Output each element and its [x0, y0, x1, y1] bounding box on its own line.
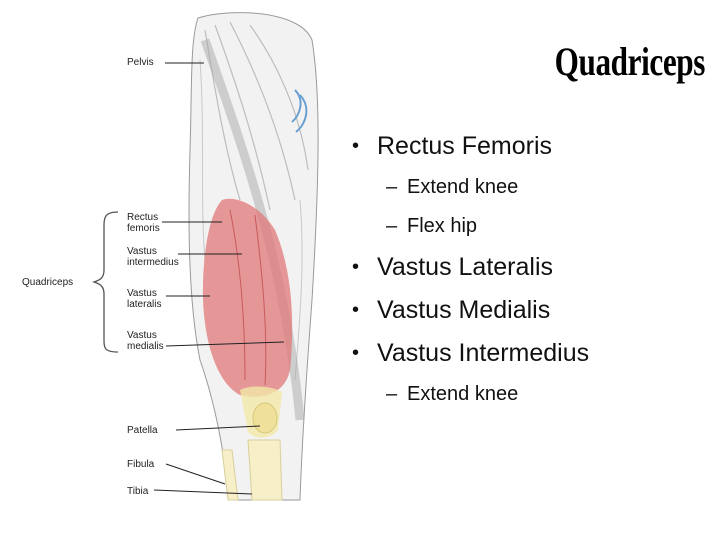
label-vastus-medialis-line2: medialis	[127, 341, 164, 352]
bullet-item: • Vastus Intermedius	[352, 339, 712, 382]
label-patella: Patella	[127, 425, 158, 436]
bullet-text: Vastus Intermedius	[377, 339, 590, 367]
sub-bullet-text: Extend knee	[407, 383, 519, 405]
label-pelvis: Pelvis	[127, 57, 154, 68]
sub-bullet-text: Flex hip	[407, 215, 478, 237]
bullet-glyph: •	[352, 299, 360, 321]
bullet-item: • Vastus Medialis	[352, 296, 712, 339]
label-vastus-lateralis-line2: lateralis	[127, 299, 162, 310]
label-rectus-femoris-line2: femoris	[127, 223, 160, 234]
group-brace	[91, 211, 119, 353]
sub-bullet-glyph: –	[386, 383, 398, 405]
bullet-glyph: •	[352, 135, 360, 157]
label-vastus-intermedius-line1: Vastus	[127, 246, 157, 257]
bullet-text: Vastus Medialis	[377, 296, 551, 324]
sub-bullet-item: – Extend knee	[352, 175, 712, 214]
bullet-glyph: •	[352, 256, 360, 278]
label-vastus-lateralis-line1: Vastus	[127, 288, 157, 299]
label-fibula: Fibula	[127, 459, 155, 470]
sub-bullet-item: – Extend knee	[352, 382, 712, 421]
bullet-text: Vastus Lateralis	[377, 253, 554, 281]
sub-bullet-glyph: –	[386, 176, 398, 198]
slide-title: Quadriceps	[554, 39, 706, 84]
bullet-item: • Vastus Lateralis	[352, 253, 712, 296]
sub-bullet-text: Extend knee	[407, 176, 519, 198]
label-vastus-medialis-line1: Vastus	[127, 330, 157, 341]
bullet-item: • Rectus Femoris	[352, 132, 712, 175]
label-quadriceps-group: Quadriceps	[22, 277, 74, 288]
quadriceps-anatomy-figure: Pelvis Rectus femoris Vastus intermedius…	[0, 0, 340, 540]
label-rectus-femoris-line1: Rectus	[127, 212, 159, 223]
bullet-list: • Rectus Femoris – Extend knee – Flex hi…	[352, 132, 712, 421]
sub-bullet-item: – Flex hip	[352, 214, 712, 253]
sub-bullet-glyph: –	[386, 215, 398, 237]
bullet-glyph: •	[352, 342, 360, 364]
label-vastus-intermedius-line2: intermedius	[127, 257, 179, 268]
label-tibia: Tibia	[127, 486, 149, 497]
bullet-text: Rectus Femoris	[377, 132, 553, 160]
leg-illustration	[91, 12, 319, 501]
